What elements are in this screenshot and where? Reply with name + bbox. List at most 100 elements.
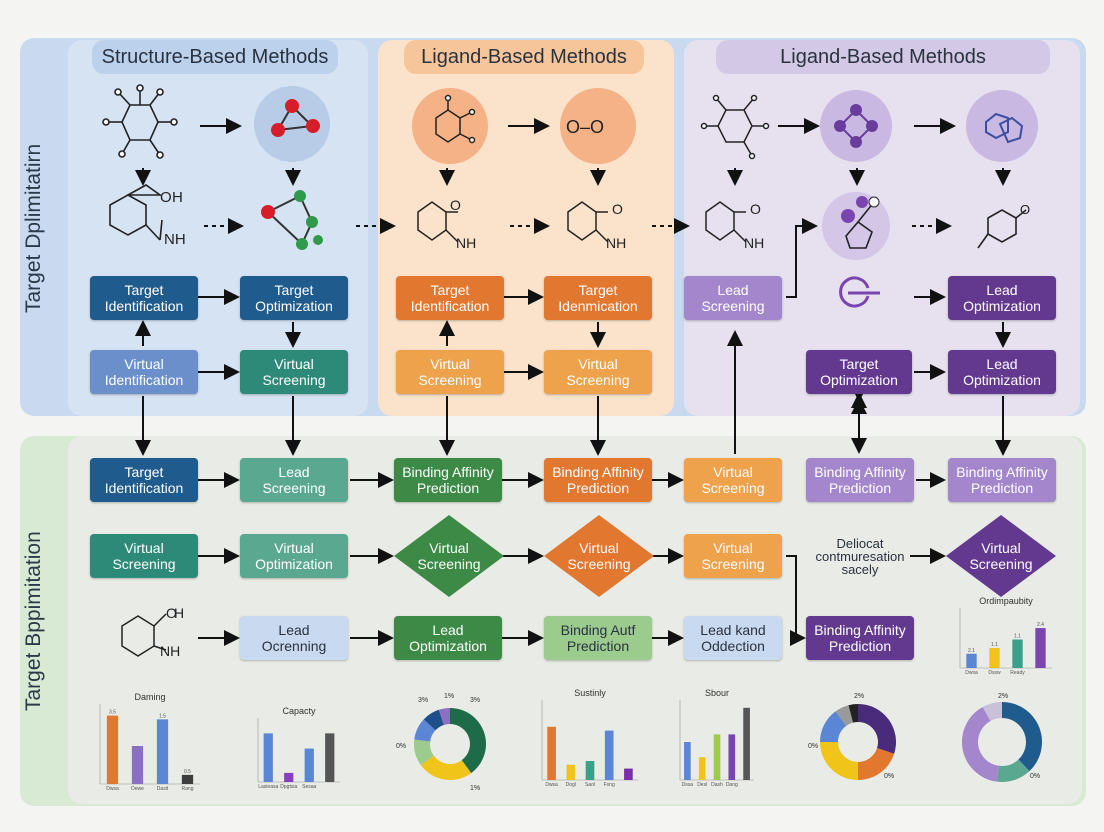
donut-slice [420, 755, 472, 781]
lead-optimization-box[interactable]: Lead Optimization [948, 350, 1056, 394]
donut-slice [835, 705, 854, 726]
donut-label: 0% [884, 773, 894, 780]
lead-screening-box[interactable]: Lead Ocrenning [240, 616, 348, 660]
virtual-screening-box[interactable]: Virtual Screening [396, 350, 504, 394]
chart-bar [989, 648, 1000, 668]
donut-label: 2% [854, 693, 864, 700]
virtual-screening-box[interactable]: Virtual Screening [240, 350, 348, 394]
target-identification-box[interactable]: Target Identification [90, 276, 198, 320]
tick-label: Lasieasa [258, 784, 278, 790]
svg-text:NH: NH [606, 235, 626, 251]
chart-title: Daming [134, 692, 165, 702]
purple-molecule-icon [820, 90, 892, 162]
virtual-identification-box[interactable]: Virtual Identification [90, 350, 198, 394]
virtual-optimization-box[interactable]: Virtual Optimization [240, 534, 348, 578]
chart-bar [713, 734, 721, 780]
donut-label: 0% [1030, 773, 1040, 780]
chart-bar [547, 726, 556, 780]
target-identification-box[interactable]: Target Idenmication [544, 276, 652, 320]
svg-text:H: H [172, 189, 183, 206]
chart-bar [566, 764, 576, 780]
tick-label: Dewe [131, 786, 144, 792]
chart-title: Sustinly [574, 688, 606, 698]
lactam-icon [567, 201, 609, 243]
chart-bar [1012, 639, 1023, 668]
tick-label: Saol [585, 782, 595, 788]
chart-bar [263, 733, 273, 782]
chart-title: Capacty [282, 706, 316, 716]
donut-slice [820, 711, 847, 742]
tick-label: Dssw [988, 670, 1001, 676]
binding-affinity-box[interactable]: Binding Autf Prediction [544, 616, 652, 660]
chart-bar [604, 730, 614, 780]
virtual-screening-box[interactable]: Virtual Screening [90, 534, 198, 578]
tick-label: Dogl [566, 782, 576, 788]
chart-bar [284, 772, 294, 782]
donut-slice [414, 719, 436, 742]
chart-bar [743, 707, 750, 780]
decision-diamond[interactable] [544, 515, 654, 597]
lead-detection-box[interactable]: Lead kand Oddection [684, 616, 782, 660]
molecule-3d-icon [256, 186, 328, 258]
data-label: 1.1 [1014, 634, 1021, 640]
target-optimization-box[interactable]: Target Optimization [240, 276, 348, 320]
decision-diamond[interactable] [946, 515, 1056, 597]
donut-label: 0% [396, 743, 406, 750]
tetralin-icon [109, 184, 163, 241]
donut-slice [423, 709, 444, 731]
tick-label: Desl [697, 782, 707, 788]
lead-optimization-box[interactable]: Lead Optimization [948, 276, 1056, 320]
donut-slice [858, 704, 896, 754]
binding-affinity-box[interactable]: Binding Affinity Prediction [806, 458, 914, 502]
tick-label: Dwsa [106, 786, 119, 792]
binding-affinity-box[interactable]: Binding Affinity Prediction [948, 458, 1056, 502]
donut-slice [996, 759, 1030, 782]
orange-molecule-icon [560, 88, 636, 164]
chart-bar [728, 734, 736, 780]
tick-label: Dash [711, 782, 723, 788]
molecule-icon [102, 84, 178, 159]
data-label: 1.1 [991, 642, 998, 648]
chart-bar [698, 757, 706, 780]
tick-label: Dasit [157, 786, 169, 792]
binding-affinity-box[interactable]: Binding Affinity Prediction [806, 616, 914, 660]
virtual-screening-box[interactable]: Virtual Screening [544, 350, 652, 394]
binding-affinity-box[interactable]: Binding Affinity Prediction [544, 458, 652, 502]
svg-text:H: H [174, 605, 184, 621]
note-text: Deliocat contmuresation sacely [815, 536, 905, 577]
virtual-screening-box[interactable]: Virtual Screening [684, 458, 782, 502]
binding-affinity-box[interactable]: Binding Affinity Prediction [394, 458, 502, 502]
lactam-icon [705, 201, 747, 243]
svg-text:NH: NH [456, 235, 476, 251]
lead-optimization-box[interactable]: Lead Optimization [394, 616, 502, 660]
donut-slice [820, 742, 858, 780]
chart-bar [131, 746, 144, 784]
decision-diamond[interactable] [394, 515, 504, 597]
donut-slice [1002, 702, 1042, 772]
donut-label: 1% [444, 693, 454, 700]
donut-label: 3% [470, 697, 480, 704]
data-label: 0.5 [184, 769, 191, 775]
data-label: 2.4 [1037, 622, 1044, 628]
lead-screening-box[interactable]: Lead Screening [684, 276, 782, 320]
target-identification-box[interactable]: Target Identification [396, 276, 504, 320]
donut-slice [438, 708, 450, 725]
virtual-screening-box[interactable]: Virtual Screening [684, 534, 782, 578]
svg-text:NH: NH [744, 235, 764, 251]
tick-label: Rang [182, 786, 194, 792]
chart-title: Ordimpaubity [979, 596, 1033, 606]
donut-label: 1% [470, 785, 480, 792]
lead-screening-box[interactable]: Lead Screening [240, 458, 348, 502]
tick-label: Dang [726, 782, 738, 788]
target-optimization-box[interactable]: Target Optimization [806, 350, 912, 394]
svg-text:O: O [166, 605, 177, 621]
structure-panel-title: Structure-Based Methods [92, 40, 338, 74]
donut-label: 0% [808, 743, 818, 750]
donut-label: 2% [998, 693, 1008, 700]
chart-bar [1035, 628, 1046, 668]
target-identification-box[interactable]: Target Identification [90, 458, 198, 502]
tick-label: Dpgtsia [280, 784, 297, 790]
svg-text:NH: NH [160, 643, 180, 659]
